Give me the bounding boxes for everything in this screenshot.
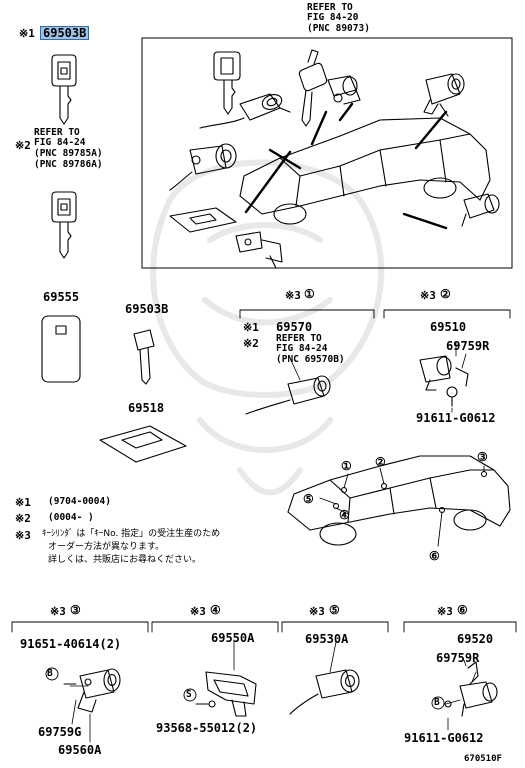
callout-6[interactable]: ⑥: [429, 549, 440, 563]
note-3-line-2: オーダー方法が異なります。: [48, 542, 165, 552]
refer-key-line-1: REFER TO: [34, 127, 80, 138]
part-91611-g0612[interactable]: 91611-G0612: [416, 411, 496, 425]
refer-key-line-2[interactable]: FIG 84-24: [34, 137, 86, 148]
key-illustration-mid: [51, 191, 77, 259]
frame-glovebox-cylinder: [169, 143, 237, 191]
group-5-mark: ※3: [309, 605, 325, 618]
reference-frame: [141, 37, 513, 269]
group-3-mark: ※3: [50, 605, 66, 618]
group-6-number: ⑥: [457, 603, 468, 617]
callout-5[interactable]: ⑤: [303, 492, 314, 506]
leader-lines: [69, 341, 477, 743]
frame-car-outline: [239, 117, 491, 225]
note-mark-2: ※2: [15, 139, 31, 152]
part-93568-55012[interactable]: 93568-55012(2): [156, 721, 258, 735]
frame-door-lock-assembly: [327, 75, 361, 105]
note-2-text: (0004- ): [48, 512, 94, 523]
note-mark-1: ※1: [19, 27, 35, 40]
part-69570[interactable]: 69570: [276, 320, 313, 334]
part-69759g[interactable]: 69759G: [38, 725, 82, 739]
part-69503b[interactable]: 69503B: [125, 302, 169, 316]
group-1-cylinder: [245, 375, 331, 415]
group-5-number: ⑤: [329, 603, 340, 617]
group-4-badge: S: [186, 689, 192, 700]
refer-cyl-line-3[interactable]: (PNC 69570B): [276, 354, 345, 365]
frame-card-key: [169, 207, 237, 233]
group-2-number: ②: [440, 287, 451, 301]
group-5-bracket: [281, 621, 389, 633]
group-3-lock: [63, 668, 121, 713]
key-illustration-top: [51, 54, 77, 125]
group-4-bracket: [151, 621, 279, 633]
group-2-lock: [419, 355, 469, 407]
refer-cyl-line-1: REFER TO: [276, 333, 322, 344]
callout-1[interactable]: ①: [341, 459, 352, 473]
group-6-lock: [444, 661, 498, 717]
part-69550a[interactable]: 69550A: [211, 631, 255, 645]
group-2-mark: ※3: [420, 289, 436, 302]
group-3-number: ③: [70, 603, 81, 617]
callout-3[interactable]: ③: [477, 450, 488, 464]
frame-trunk-latch: [461, 193, 500, 227]
group-3-badge: B: [47, 668, 53, 679]
key-case-illustration: [41, 315, 81, 383]
figure-code: 670510F: [464, 754, 502, 764]
frame-key-remote: [298, 49, 328, 127]
frame-ignition-cylinder: [199, 93, 291, 129]
frame-key: [213, 51, 241, 115]
part-69560a[interactable]: 69560A: [58, 743, 102, 757]
part-69530a[interactable]: 69530A: [305, 632, 349, 646]
part-91611-g0612-bottom[interactable]: 91611-G0612: [404, 731, 484, 745]
refer-cyl-line-2[interactable]: FIG 84-24: [276, 343, 328, 354]
group-1-bracket: [239, 309, 375, 319]
part-69759r[interactable]: 69759R: [446, 339, 490, 353]
note-3-line-3: 詳しくは、共販店にお尋ねください。: [48, 555, 202, 565]
frame-leader-arrows: [244, 102, 448, 230]
highlighted-part-69503b[interactable]: 69503B: [40, 26, 90, 40]
refer-main-line-2[interactable]: FIG 84-20: [307, 12, 359, 23]
part-69518[interactable]: 69518: [128, 401, 165, 415]
frame-trunk-lock: [423, 73, 465, 117]
note-1-text: (9704-0004): [48, 496, 111, 507]
frame-bracket: [235, 231, 283, 269]
group-2-bracket: [383, 309, 511, 319]
part-69555[interactable]: 69555: [43, 290, 80, 304]
group-6-mark: ※3: [437, 605, 453, 618]
group-6-badge: B: [434, 697, 440, 708]
part-69520[interactable]: 69520: [457, 632, 494, 646]
refer-key-line-4[interactable]: (PNC 89786A): [34, 159, 103, 170]
group-4-number: ④: [210, 603, 221, 617]
key-blank-illustration: [133, 329, 155, 385]
refer-main-line-3[interactable]: (PNC 89073): [307, 23, 370, 34]
callout-4[interactable]: ④: [339, 508, 350, 522]
p69570-note-mark: ※1: [243, 321, 259, 334]
part-91651-40614[interactable]: 91651-40614(2): [20, 637, 122, 651]
note-3-mark: ※3: [15, 529, 31, 542]
note-3-line-1: ｷｰｼﾘﾝﾀﾞ は「ｷｰNo. 指定」の受注生産のため: [42, 529, 221, 539]
callout-2[interactable]: ②: [375, 455, 386, 469]
part-69510[interactable]: 69510: [430, 320, 467, 334]
group-6-bracket: [403, 621, 517, 633]
refer-key-line-3[interactable]: (PNC 89785A): [34, 148, 103, 159]
group-5-cylinder: [289, 669, 360, 715]
note-2-mark: ※2: [15, 512, 31, 525]
part-69759r-bottom[interactable]: 69759R: [436, 651, 480, 665]
watermark-emblem: [150, 159, 385, 496]
group-1-number: ①: [304, 287, 315, 301]
group-4-mark: ※3: [190, 605, 206, 618]
group-4-handle: [195, 671, 257, 717]
callout-car-outline: [287, 455, 511, 547]
group-3-bracket: [11, 621, 149, 633]
p69570-note-mark-2: ※2: [243, 337, 259, 350]
note-1-mark: ※1: [15, 496, 31, 509]
card-key-illustration: [99, 425, 187, 463]
group-1-mark: ※3: [285, 289, 301, 302]
refer-main-line-1: REFER TO: [307, 2, 353, 13]
